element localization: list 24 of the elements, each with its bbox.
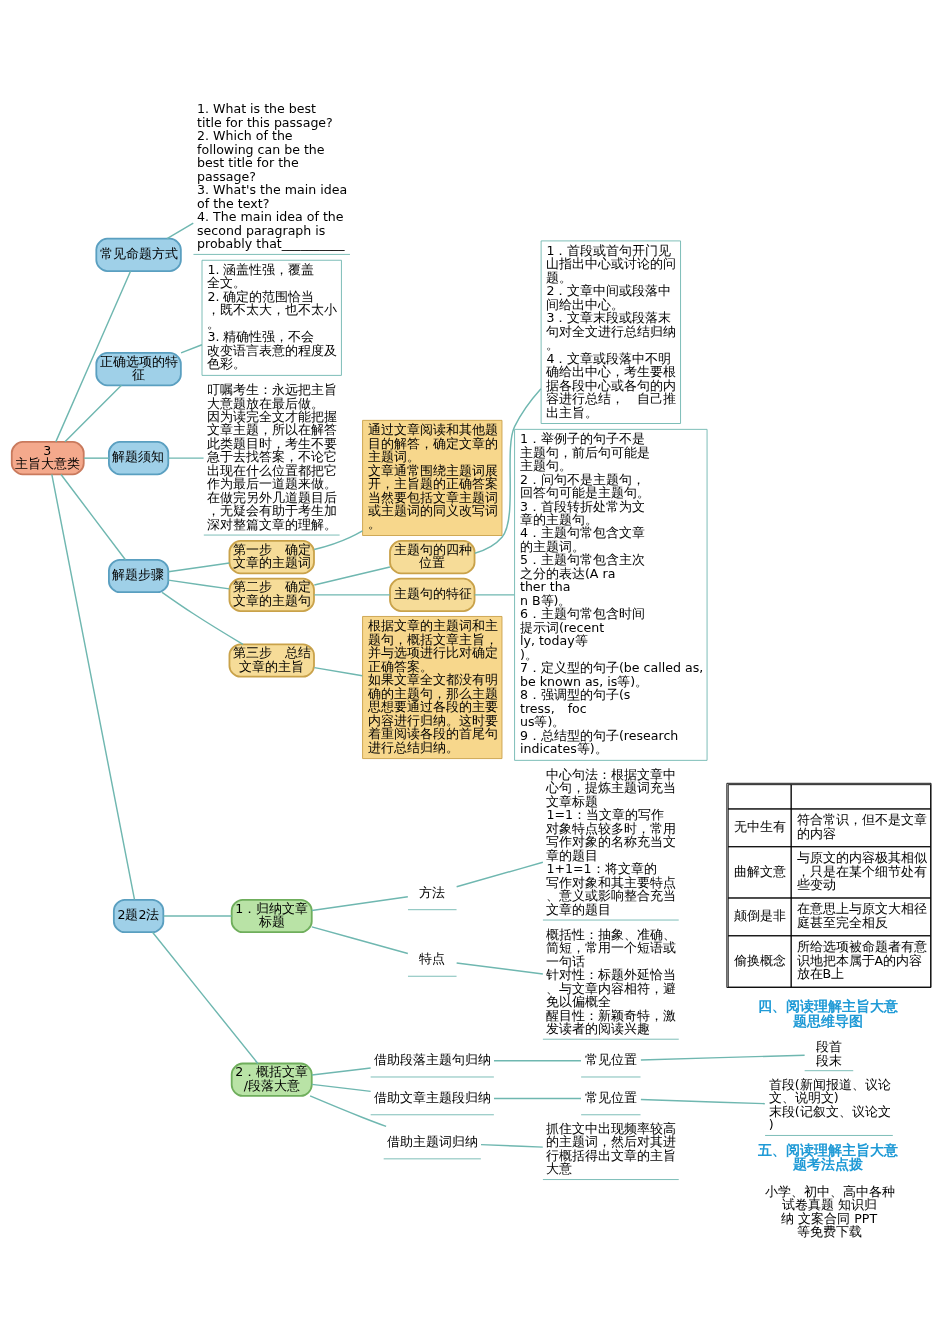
label: 与原文的内容极其相似，只是在某个细节处有些变动 [796, 850, 927, 893]
label: 颠倒是非 [733, 908, 786, 924]
label: 所给选项被命题者有意识地把本属于A的内容放在B上 [796, 939, 927, 982]
node-text: 段首 段末 [815, 1039, 842, 1068]
node-text: 借助文章主题段归纳 [374, 1089, 492, 1105]
label: 偷换概念 [733, 952, 786, 968]
label: 曲解文意 [733, 863, 786, 879]
node-text: 叮嘱考生：永远把主旨大意题放在最后做。 因为读完全文才能把握文章主题，所以在解答此类题目时，考生不要急于去找答案，不论它出现在什么位置都把它作为最后一道题来做。 在做完另外几道题目后，无疑会有助于考生加深对整篇文章的理解。 [207, 382, 338, 532]
node-text: 概括性：抽象、准确、简短，常用一个短语或一句话 针对性：标题外延恰当、与文章内容相符，避免以偏概全 醒目性：新颖奇特，激发读者的阅读兴趣 [546, 926, 677, 1037]
node-text: 借助段落主题句归纳 [374, 1052, 492, 1068]
label: 无中生有 [733, 819, 786, 835]
label: 在意思上与原文大相径庭甚至完全相反 [796, 901, 927, 930]
node-text: 1. What is the best title for this passage? 2. Which of the following can be the best title for the passage? 3. What's the main idea of the text? 4. The main idea of the second paragraph is probably that__________ [197, 101, 348, 252]
node-text: 借助主题词归纳 [387, 1133, 479, 1149]
node-text: 常见位置 [584, 1052, 637, 1068]
label: 符合常识，但不是文章的内容 [796, 812, 927, 841]
node-text: 常见位置 [584, 1089, 637, 1105]
node-text: 方法 [419, 884, 446, 900]
node-text: 抓住文中出现频率较高的主题词，然后对其进行概括得出文章的主旨大意 [546, 1120, 677, 1177]
node-text: 特点 [419, 951, 446, 967]
node-text: 首段(新闻报道、议论文、说明文) 末段(记叙文、议论文) [768, 1076, 891, 1133]
label: 小学、初中、高中各种试卷真题 知识归纳 文案合同 PPT等免费下载 [764, 1183, 895, 1240]
node-text: 中心句法：根据文章中心句，提炼主题词充当文章标题 1=1：当文章的写作对象特点较多时，常用写作对象的名称充当文章的题目 1+1=1：将文章的写作对象和其主要特点、意义或影响整合充当文章的题目 [546, 766, 677, 917]
label: 四、阅读理解主旨大意题思维导图 [757, 998, 898, 1029]
